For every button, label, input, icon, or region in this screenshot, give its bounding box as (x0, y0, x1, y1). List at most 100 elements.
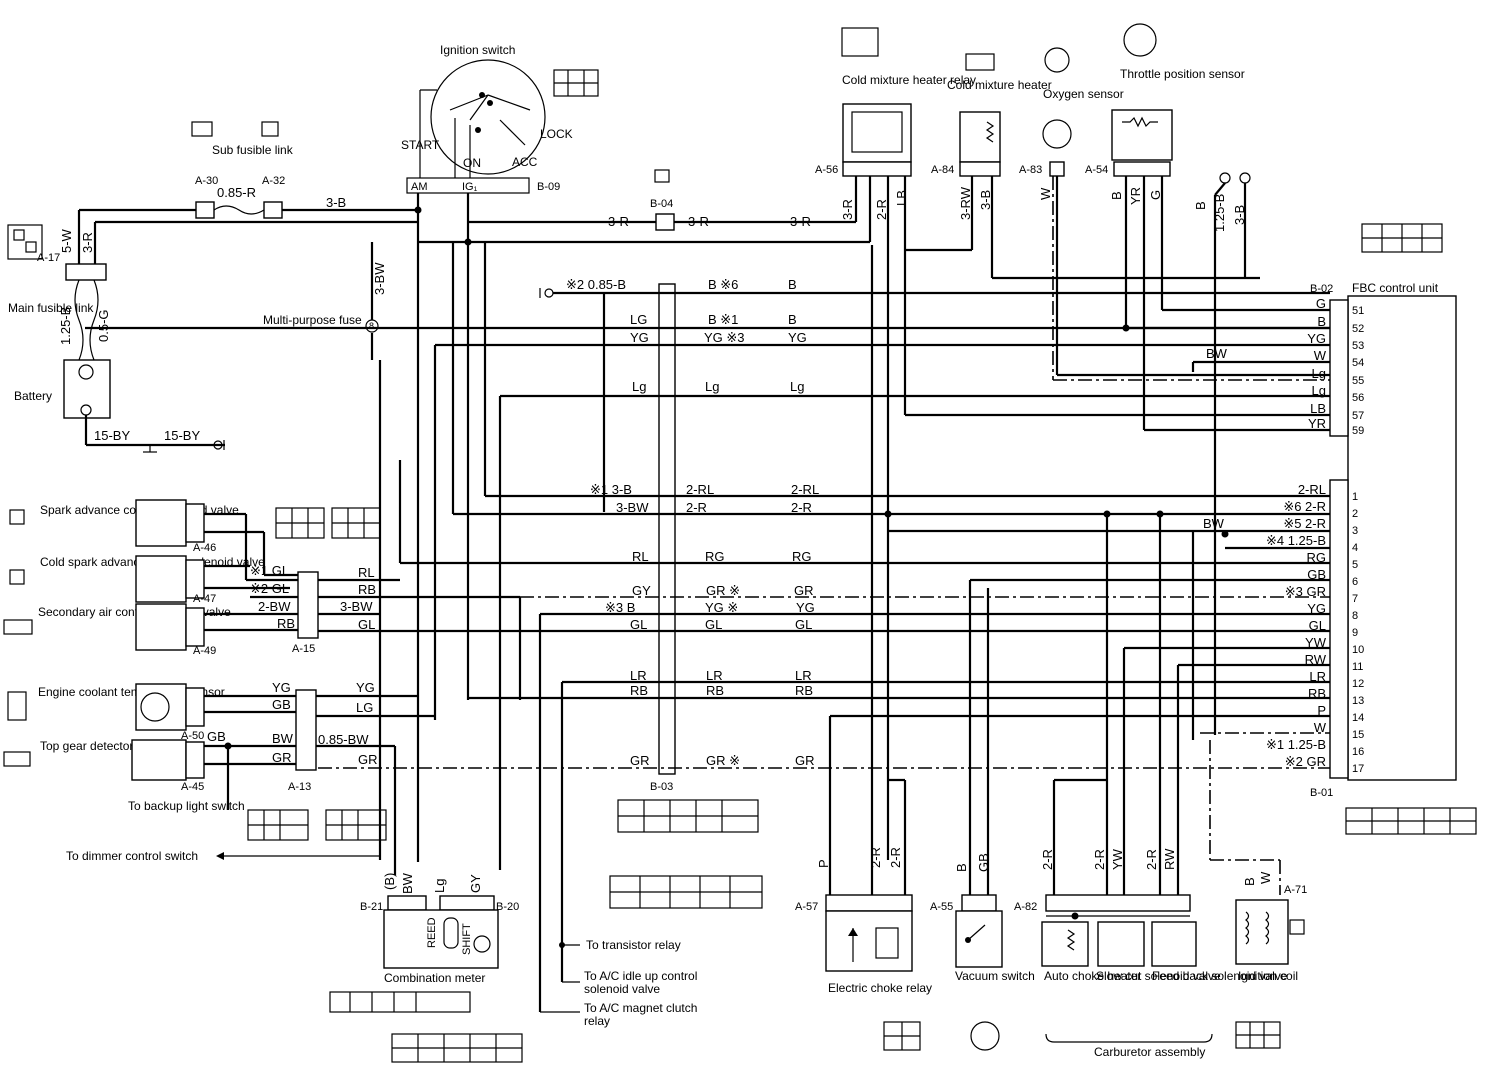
electric-choke-relay-label: Electric choke relay (828, 981, 932, 995)
fbc-pin-number: 16 (1352, 746, 1364, 758)
a13-right-1: YG (356, 680, 375, 695)
ignition-lock-label: LOCK (540, 127, 573, 141)
a46-label: A-46 (193, 542, 216, 554)
a13-left-2: GB (272, 697, 291, 712)
fbc-pin-number: 7 (1352, 593, 1358, 605)
cold-mixture-heater-label: Cold mixture heater (947, 78, 1052, 92)
fbc-pin-number: 13 (1352, 695, 1364, 707)
ignition-switch: Ignition switch START ON ACC LOCK AM IG₁… (401, 43, 599, 194)
coil-w2: W (1258, 871, 1273, 884)
a15-left-2: ※2 GL (250, 581, 289, 596)
throttle-sensor-label: Throttle position sensor (1120, 67, 1245, 81)
fbc-pin-number: 59 (1352, 425, 1364, 437)
fbc-pin-number: 51 (1352, 305, 1364, 317)
fbc-pin-number: 53 (1352, 340, 1364, 352)
cold-mixture-relay: Cold mixture heater relay A-56 3-R 2-R L… (815, 27, 1330, 860)
fbc-pin-wire: 2-RL (1298, 482, 1326, 497)
multi-purpose-fuse: 3-BW 8 Multi-purpose fuse (263, 242, 387, 860)
run9-left: ※3 B (605, 600, 635, 615)
a13-right-4: GR (358, 752, 378, 767)
a13-left-3: BW (272, 731, 294, 746)
a56-w2: 2-R (874, 199, 889, 220)
a15-right-3: 3-BW (340, 599, 373, 614)
a13-connector: A-13 YG GB BW GR YG LG 0.85-BW GR (247, 680, 435, 875)
a57-label: A-57 (795, 901, 818, 913)
carb-assembly-label: Carburetor assembly (1094, 1045, 1205, 1059)
run9-mid: YG ※ (705, 600, 738, 615)
run12-right: RB (795, 683, 813, 698)
ignition-ig-label: IG₁ (462, 181, 478, 193)
a56-w3: LB (894, 190, 909, 206)
auto-choke-w1: 2-R (1040, 849, 1055, 870)
cold-mixture-heater: Cold mixture heater A-84 3-RW 3-B (905, 53, 1260, 280)
a45-label: A-45 (181, 781, 204, 793)
run10-mid: GL (705, 617, 722, 632)
fbc-pin-number: 11 (1352, 661, 1363, 673)
a57-w3: 2-R (888, 847, 903, 868)
fbc-pin-wire: ※6 2-R (1283, 499, 1326, 514)
a82-label: A-82 (1014, 901, 1037, 913)
fbc-ground-3b: 3-B (1232, 205, 1247, 225)
meter-reed: REED (426, 917, 438, 948)
a13-right-2: LG (356, 700, 373, 715)
battery: Battery 15-BY 15-BY (14, 359, 225, 453)
run6-mid: 2-R (686, 500, 707, 515)
fbc-grounds: B 1.25-B 3-B (1193, 172, 1251, 735)
feed-back-w2: RW (1162, 848, 1177, 870)
main-fl-w2: 3-R (80, 232, 95, 253)
meter-wire-b: (B) (382, 873, 397, 890)
run13-mid: GR ※ (706, 753, 740, 768)
fbc-pin-number: 8 (1352, 610, 1358, 622)
fbc-pin-number: 4 (1352, 542, 1358, 554)
fbc-ground-b: B (1193, 201, 1208, 210)
a54-label: A-54 (1085, 164, 1108, 176)
a17-label: A-17 (37, 252, 60, 264)
fbc-pin-wire: RW (1305, 652, 1327, 667)
a13-right-3: 0.85-BW (318, 732, 369, 747)
multi-purpose-fuse-label: Multi-purpose fuse (263, 313, 362, 327)
a15-label: A-15 (292, 643, 315, 655)
ignition-coil-label: Ignition coil (1238, 969, 1298, 983)
carburetor-assembly: 2-R 2-R YW 2-R RW A-82 Auto choke heater… (1014, 848, 1288, 1059)
fbc-pin-wire: YG (1307, 601, 1326, 616)
b03-connector: B-03 (609, 283, 763, 909)
a57-w1: P (816, 859, 831, 868)
b03-label: B-03 (650, 781, 673, 793)
fbc-pin-wire: W (1314, 348, 1327, 363)
mpf-number: 8 (369, 321, 374, 331)
lower-left-sensors: Engine coolant temperature sensor A-50 T… (3, 683, 296, 813)
dimmer-note: To dimmer control switch (66, 849, 198, 863)
battery-label: Battery (14, 389, 52, 403)
a49-label: A-49 (193, 645, 216, 657)
run8-left: GY (632, 583, 651, 598)
ac-clutch-note: To A/C magnet clutch relay (584, 1002, 698, 1028)
fbc-pin-wire: ※5 2-R (1283, 516, 1326, 531)
ignition-am-label: AM (411, 181, 428, 193)
run4-mid: Lg (705, 379, 719, 394)
a56-label: A-56 (815, 164, 838, 176)
run12-mid: RB (706, 683, 724, 698)
fbc-pin-number: 5 (1352, 559, 1358, 571)
fbc-pin-wire: W (1314, 720, 1327, 735)
fbc-pin-wire: Lg (1312, 366, 1326, 381)
run3-left: YG (630, 330, 649, 345)
slow-cut-w1: 2-R (1092, 849, 1107, 870)
a50-label: A-50 (181, 730, 204, 742)
main-feed-wires: 3-B (77, 193, 870, 862)
run7-right: RG (792, 549, 812, 564)
fbc-pin-number: 52 (1352, 323, 1364, 335)
feed-back-w1: 2-R (1144, 849, 1159, 870)
top-wire-3b: 3-B (326, 195, 346, 210)
meter-wire-gy: GY (468, 874, 483, 893)
run7-left: RL (632, 549, 649, 564)
slow-cut-w2: YW (1110, 848, 1125, 870)
cold-mixture-relay-label: Cold mixture heater relay (842, 73, 976, 87)
fbc-pin-wire: ※4 1.25-B (1266, 533, 1326, 548)
run2-mid: B ※1 (708, 312, 738, 327)
a83-label: A-83 (1019, 164, 1042, 176)
fbc-pin-wire: ※3 GR (1285, 584, 1326, 599)
main-fusible-link-label: Main fusible link (8, 301, 94, 315)
run3-right: YG (788, 330, 807, 345)
a15-right-4: GL (358, 617, 375, 632)
main-fl-w1: 5-W (59, 228, 74, 253)
